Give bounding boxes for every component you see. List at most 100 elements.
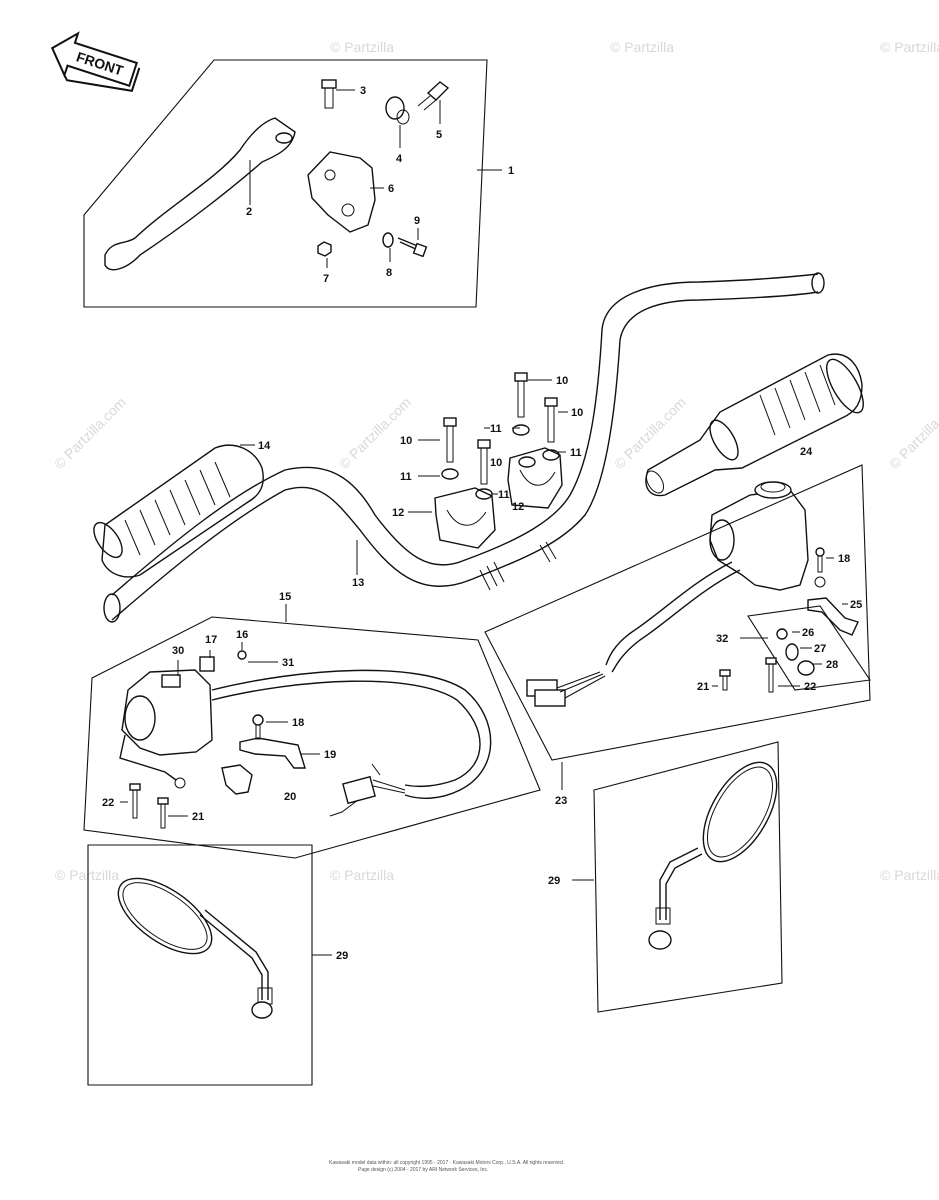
watermark: © Partzilla <box>610 39 674 55</box>
callout-label: 31 <box>282 657 294 669</box>
switch-screw <box>815 547 825 573</box>
mirror-nut <box>251 1001 273 1019</box>
callout-label: 21 <box>697 681 709 693</box>
handlebar-end <box>103 593 121 623</box>
watermark: © Partzilla.com <box>611 394 689 472</box>
callout-label: 29 <box>336 950 348 962</box>
watermark: © Partzilla.com <box>51 394 129 472</box>
mirror-right-assembly <box>572 741 783 1013</box>
throttle-grip-body <box>645 353 863 497</box>
switch-screw <box>129 783 141 819</box>
nut <box>317 241 332 257</box>
switch-screw <box>157 797 169 829</box>
callout-label: 20 <box>284 791 296 803</box>
dimmer-switch <box>199 656 215 672</box>
switch-screw <box>237 650 247 660</box>
switch-spring <box>785 643 799 661</box>
callout-label: 7 <box>323 273 329 285</box>
grip-end <box>93 521 123 559</box>
callout-label: 13 <box>352 577 364 589</box>
mirror-stem <box>659 847 703 920</box>
watermark: © Partzilla <box>55 867 119 883</box>
lever-pivot <box>275 132 293 144</box>
assembly-outline-23 <box>484 464 871 761</box>
switch-screw <box>252 714 264 740</box>
callout-label: 18 <box>838 553 850 565</box>
callout-label: 12 <box>392 507 404 519</box>
handlebar-bottom-edge <box>111 273 819 596</box>
handlebar-holder <box>507 447 563 509</box>
switch-screw <box>719 669 731 691</box>
holder-hole <box>341 203 355 217</box>
holder-hole <box>324 169 336 181</box>
callout-label: 22 <box>804 681 816 693</box>
assembly-outline-15 <box>83 616 541 859</box>
adjuster-nut <box>385 96 410 125</box>
throttle-flange <box>709 419 739 461</box>
clamp-bolt <box>397 237 428 258</box>
pivot-bolt <box>321 79 337 109</box>
callout-label: 1 <box>508 165 514 177</box>
mirror-thread <box>655 907 671 925</box>
callout-label: 26 <box>802 627 814 639</box>
callout-label: 10 <box>571 407 583 419</box>
handlebar-end <box>811 272 825 294</box>
lever-holder <box>307 151 376 233</box>
callout-label: 32 <box>716 633 728 645</box>
callout-label: 11 <box>570 447 582 459</box>
callout-label: 19 <box>324 749 336 761</box>
callout-label: 29 <box>548 875 560 887</box>
left-switch-housing <box>121 669 213 756</box>
grip-body <box>101 444 264 578</box>
handlebar <box>103 272 825 623</box>
throttle-tube-end <box>645 470 665 494</box>
callout-label: 5 <box>436 129 442 141</box>
callout-label: 18 <box>292 717 304 729</box>
assembly-outline-29 <box>593 741 783 1013</box>
washer <box>512 424 530 436</box>
front-arrow-icon: FRONT <box>50 31 141 92</box>
switch-plunger <box>797 660 815 676</box>
copyright-line: Kawasaki model data within: all copyrigh… <box>329 1160 564 1166</box>
switch-clip <box>221 764 253 795</box>
callout-label: 14 <box>258 440 271 452</box>
clutch-lever-assembly <box>83 59 502 308</box>
callout-label: 3 <box>360 85 366 97</box>
callout-label: 9 <box>414 215 420 227</box>
mirror-stem <box>199 909 269 1000</box>
callout-label: 27 <box>814 643 826 655</box>
callout-label: 10 <box>400 435 412 447</box>
left-grip <box>93 444 264 578</box>
callout-label: 2 <box>246 206 252 218</box>
watermark: © Partzilla <box>880 39 939 55</box>
washer <box>382 232 394 248</box>
grip-end <box>826 358 864 414</box>
watermark: © Partzilla <box>330 39 394 55</box>
switch-wire-harness <box>611 569 741 673</box>
washer <box>518 456 536 468</box>
right-switch-assembly <box>484 464 871 790</box>
handlebar-top-edge <box>111 291 819 621</box>
right-grip <box>645 353 864 497</box>
callout-label: 6 <box>388 183 394 195</box>
wire-connector <box>526 671 606 707</box>
callout-label: 12 <box>512 501 524 513</box>
mirror-head <box>117 877 213 955</box>
handlebar-clamps <box>408 372 568 549</box>
washer <box>475 488 493 500</box>
housing-bore <box>709 519 735 561</box>
copyright-line: Page design (c) 2004 - 2017 by ARI Netwo… <box>358 1167 488 1173</box>
assembly-outline-1 <box>83 59 488 308</box>
mirror-left-assembly <box>87 844 332 1086</box>
callout-label: 8 <box>386 267 392 279</box>
callout-labels: 1 2 3 4 5 6 7 8 9 10 10 10 10 11 11 11 1… <box>102 85 862 962</box>
callout-label: 10 <box>556 375 568 387</box>
switch-ball <box>776 628 788 640</box>
clutch-lever <box>104 117 296 271</box>
callout-label: 21 <box>192 811 204 823</box>
callout-label: 11 <box>498 489 510 501</box>
switch-plate <box>239 737 306 769</box>
callout-label: 17 <box>205 634 217 646</box>
callout-label: 11 <box>490 423 502 435</box>
